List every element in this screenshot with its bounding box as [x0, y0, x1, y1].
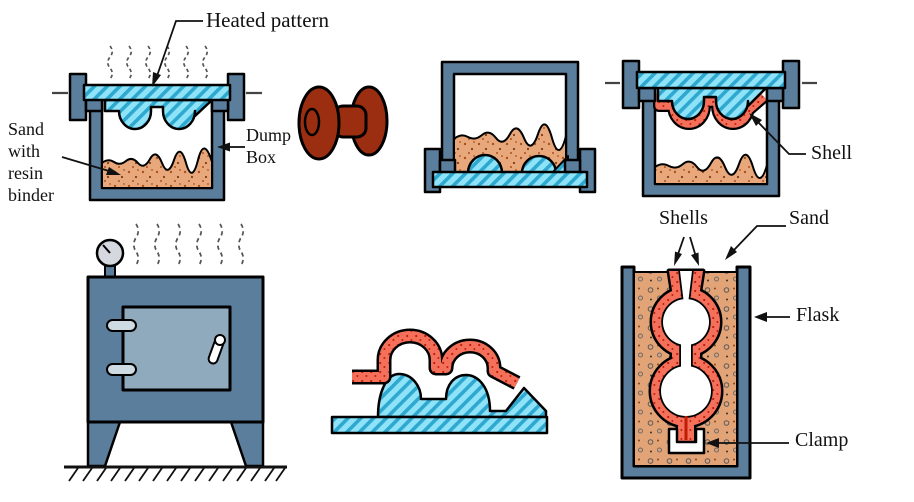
pattern-plate — [635, 70, 787, 90]
door-hinges — [106, 319, 137, 376]
shell-leader — [756, 120, 806, 155]
pattern-shape — [656, 86, 768, 121]
heated-pattern-label: Heated pattern — [206, 8, 330, 32]
step2-inverted-dump-box — [423, 60, 597, 194]
door-handle[interactable] — [207, 334, 226, 365]
gauge-needle — [102, 244, 111, 254]
flask-label: Flask — [796, 304, 840, 326]
flask-arrowhead — [754, 312, 767, 322]
step5-shell-stripped-from-pattern — [330, 328, 549, 435]
sand-arrowhead — [725, 246, 737, 260]
step6-shells-in-flask — [620, 265, 752, 480]
shells-label: Shells — [659, 207, 708, 229]
heat-waves-icon — [132, 222, 245, 267]
sand-with-resin-binder-label: Sand with resin binder — [8, 119, 54, 205]
heated-pattern-leader — [156, 20, 203, 77]
sand-leader — [733, 225, 786, 251]
sand-label: Sand — [789, 207, 829, 229]
clamp-arrowhead — [706, 438, 719, 448]
resin-sand-layer — [101, 147, 213, 189]
stripped-shell — [352, 328, 521, 390]
heated-pattern-arrowhead — [152, 72, 161, 87]
pattern-plate — [82, 83, 232, 102]
shell-label: Shell — [811, 142, 853, 164]
annotation-arrows — [61, 20, 806, 448]
step3-shell-formed-on-pattern — [605, 59, 817, 198]
mold-cavity-fill — [661, 271, 711, 416]
shell-arrowhead — [749, 113, 762, 126]
dump-box-label: Dump Box — [246, 125, 291, 167]
shells-arrowhead-left — [674, 251, 682, 266]
sand-resin-arrowhead — [106, 167, 121, 175]
shells-arrowhead-right — [691, 252, 699, 266]
pattern-shape — [376, 372, 548, 419]
step1-dump-box-with-heated-pattern — [52, 45, 262, 202]
shell-layer — [653, 92, 768, 130]
pattern-plate — [431, 170, 589, 189]
remaining-sand — [654, 153, 768, 185]
clamp-bracket — [667, 427, 706, 455]
clamp-label: Clamp — [795, 429, 849, 451]
oven-legs — [86, 420, 265, 468]
step4-curing-oven — [64, 222, 287, 482]
ground-hatching — [64, 465, 287, 482]
dump-box-arrowhead — [217, 142, 230, 152]
pattern-base-plate — [330, 415, 549, 435]
cast-part-spool-icon — [297, 85, 389, 161]
sand-resin-leader — [61, 156, 110, 172]
heated-pattern-shape — [103, 98, 214, 131]
